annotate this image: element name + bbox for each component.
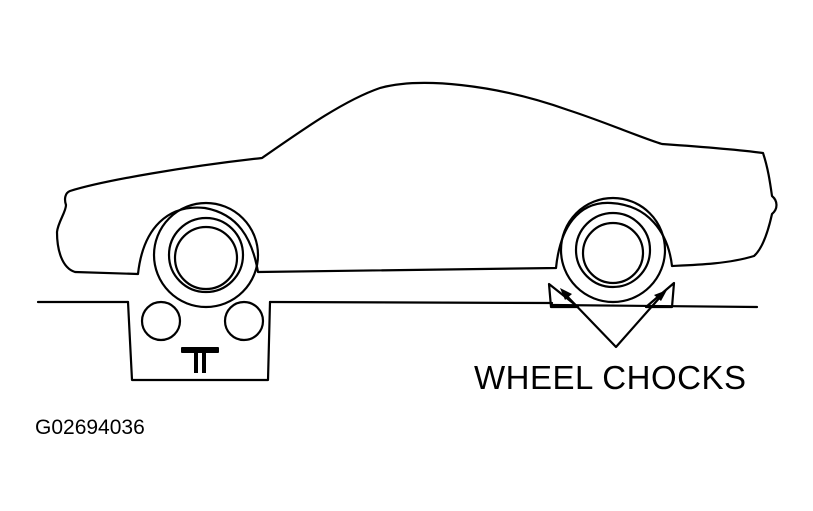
rear-wheel-hub [581, 221, 645, 285]
rear-wheel [559, 196, 667, 304]
lift-roller-right [223, 300, 265, 342]
figure-id: G02694036 [35, 416, 145, 439]
front-tire-inner [167, 216, 245, 294]
wheel-chocks-label: WHEEL CHOCKS [474, 359, 747, 396]
rear-tire [559, 196, 667, 304]
lift-roller-left [140, 300, 182, 342]
front-wheel-hub [173, 225, 239, 291]
lift-pit [126, 300, 272, 382]
front-tire [152, 201, 260, 309]
callout-leader [560, 288, 667, 349]
rear-tire-inner [574, 211, 652, 289]
front-wheel [152, 201, 260, 309]
car-body [55, 81, 778, 276]
lift-jack [181, 347, 219, 373]
lift-rollers [140, 300, 265, 342]
